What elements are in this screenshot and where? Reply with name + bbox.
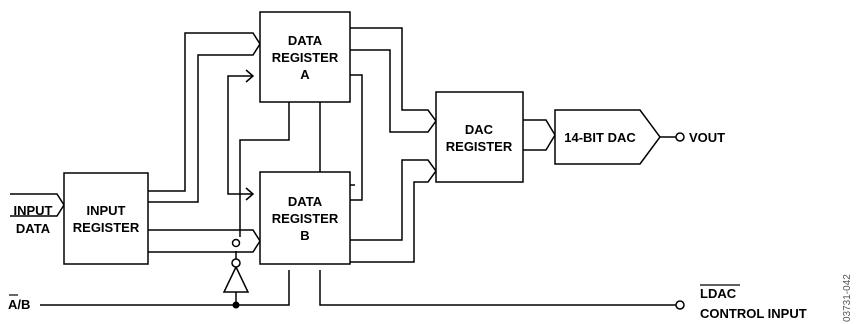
dac-register-block: [435, 91, 524, 183]
ab-select-line: [40, 270, 290, 306]
register-b-bubble-icon: [231, 238, 241, 248]
bus-reg-b-to-dac-reg: [350, 159, 437, 263]
load-line-a-arrow: [245, 69, 255, 83]
bus-input-to-reg-b: [148, 229, 261, 253]
data-register-b-label-1: DATA: [288, 194, 323, 209]
ctrl-line-a-b: [239, 102, 290, 237]
data-register-a-label-1: DATA: [288, 33, 323, 48]
ab-junction-dot: [232, 301, 240, 309]
control-input-label: CONTROL INPUT: [700, 306, 807, 321]
bus-reg-a-to-dac-reg: [350, 27, 437, 133]
data-register-b-label-3: B: [300, 228, 309, 243]
bus-reg-a-right-loop: [350, 74, 363, 201]
input-register-label-1: INPUT: [87, 203, 126, 218]
vout-label: VOUT: [689, 130, 725, 145]
dac-register-label-1: DAC: [465, 122, 494, 137]
figure-code: 03731-042: [842, 274, 853, 322]
bus-reg-a-return: [350, 49, 402, 133]
vout-bubble-icon: [675, 132, 685, 142]
dac-block: [554, 109, 661, 165]
inverter-bubble-icon: [231, 258, 241, 268]
data-register-a-label-3: A: [300, 67, 310, 82]
input-register-label-2: REGISTER: [73, 220, 140, 235]
input-register-block: [63, 172, 149, 265]
data-register-b-block: [259, 171, 351, 265]
dac-register-label-2: REGISTER: [446, 139, 513, 154]
data-register-a-label-2: REGISTER: [272, 50, 339, 65]
ldac-label: LDAC: [700, 286, 737, 301]
data-register-b-label-2: REGISTER: [272, 211, 339, 226]
bus-dac-reg-to-dac: [523, 119, 556, 151]
data-register-a-block: [259, 11, 351, 103]
ldac-line: [319, 270, 676, 306]
input-data-label-1: INPUT: [14, 203, 53, 218]
ab-select-label: A/B: [8, 297, 30, 312]
dac-label: 14-BIT DAC: [564, 130, 636, 145]
bus-input-to-reg-a: [148, 32, 261, 203]
ldac-bubble-icon: [675, 300, 685, 310]
inverter-icon: [222, 265, 250, 293]
input-data-label-2: DATA: [16, 221, 51, 236]
load-line-b-arrow: [245, 187, 255, 201]
